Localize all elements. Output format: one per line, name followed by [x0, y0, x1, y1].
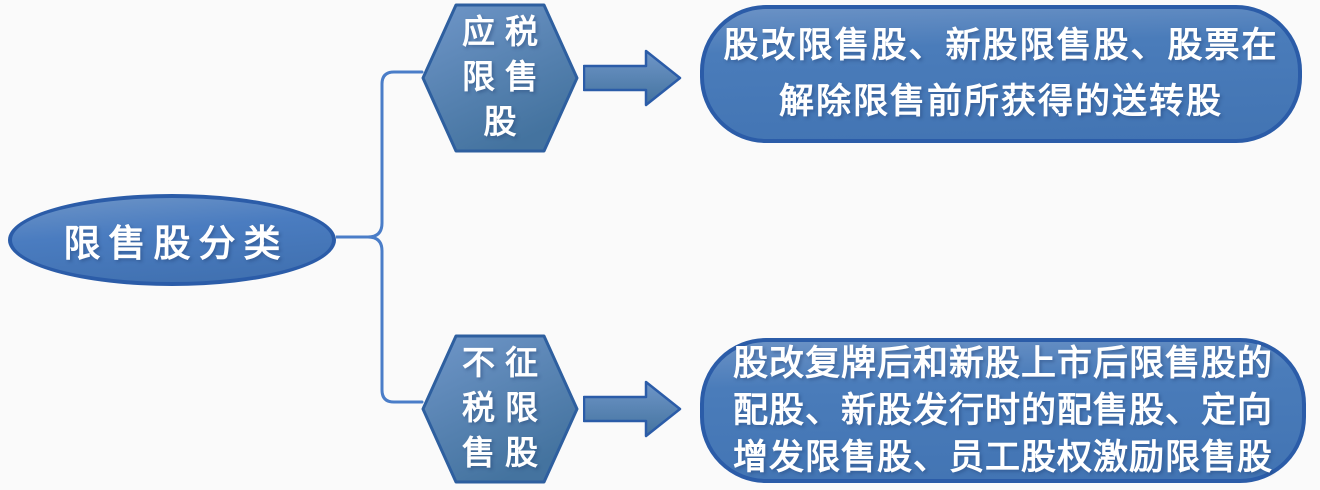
result-box-taxable-text: 股改限售股、新股限售股、股票在 解除限售前所获得的送转股 — [723, 26, 1279, 121]
hexagon-shape — [421, 334, 579, 484]
result-box-nontaxable-text: 股改复牌后和新股上市后限售股的 配股、新股发行时的配售股、定向 增发限售股、员工… — [732, 344, 1273, 477]
hexagon-nontaxable-label: 不征 税限 售股 — [462, 345, 548, 472]
hexagon-nontaxable-node: 不征 税限 售股 — [421, 333, 579, 485]
hexagon-taxable-label: 应税 限售 股 — [462, 14, 548, 141]
result-box-taxable: 股改限售股、新股限售股、股票在 解除限售前所获得的送转股 — [700, 5, 1302, 143]
right-arrow-icon — [583, 380, 682, 438]
brace-connector-icon — [336, 70, 424, 404]
hexagon-shape — [421, 3, 579, 153]
hexagon-taxable-node: 应税 限售 股 — [421, 2, 579, 154]
right-arrow-icon — [583, 49, 682, 107]
root-node-label: 限售股分类 — [63, 224, 289, 265]
result-box-nontaxable: 股改复牌后和新股上市后限售股的 配股、新股发行时的配售股、定向 增发限售股、员工… — [700, 338, 1306, 483]
root-node-ellipse: 限售股分类 — [8, 194, 336, 286]
